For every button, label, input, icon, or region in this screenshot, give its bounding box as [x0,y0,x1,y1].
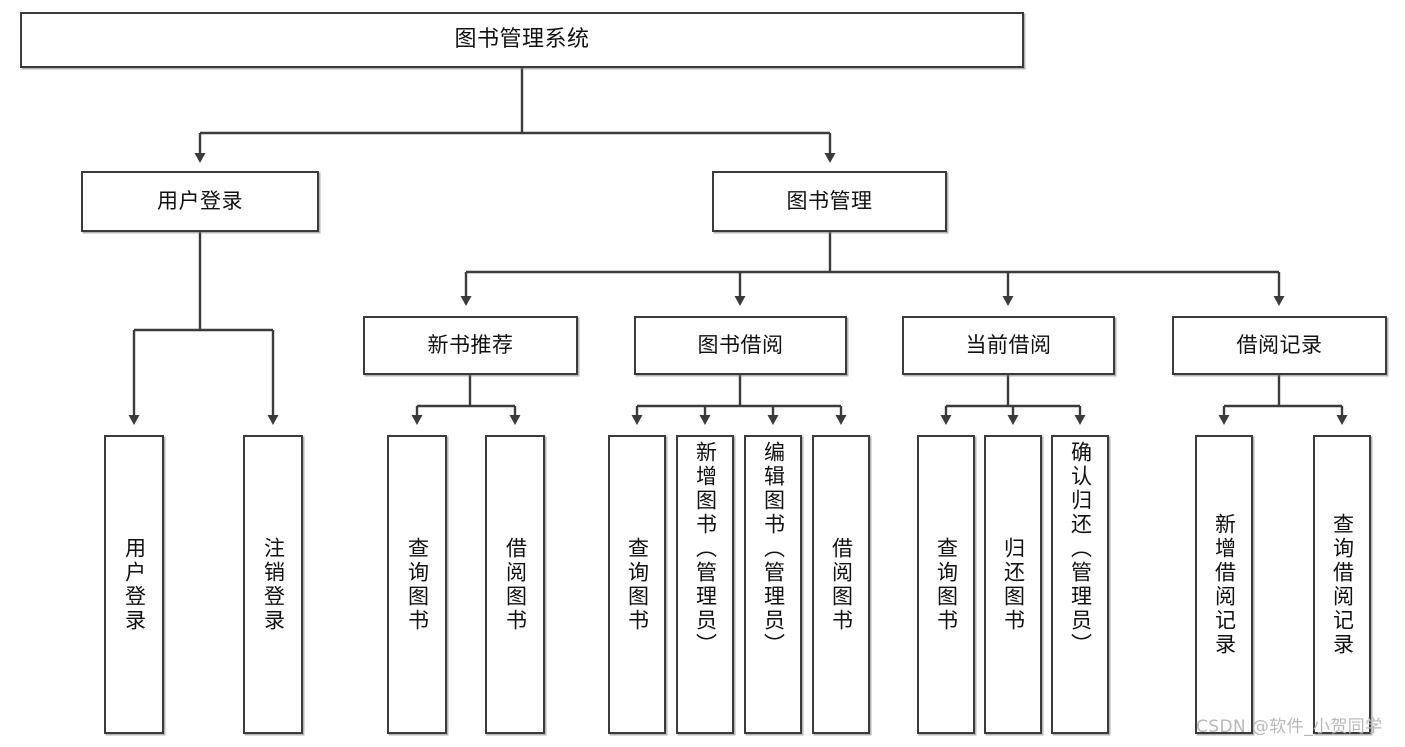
node-leaf-confirm-return-admin-label: 确认归还（管理员） [1068,441,1093,657]
node-leaf-return-book-label: 归还图书 [1001,536,1026,633]
node-current-borrow[interactable]: 当前借阅 [902,316,1115,375]
node-leaf-add-book-admin-label: 新增图书（管理员） [693,441,718,657]
node-current-borrow-label: 当前借阅 [965,332,1052,357]
node-leaf-add-book-admin[interactable]: 新增图书（管理员） [676,435,734,734]
node-book-manage[interactable]: 图书管理 [712,171,947,232]
node-leaf-add-borrow-record[interactable]: 新增借阅记录 [1195,435,1253,734]
node-leaf-query-book-3-label: 查询图书 [934,536,959,633]
node-leaf-query-book-1-label: 查询图书 [405,536,430,633]
node-book-borrow-label: 图书借阅 [697,332,784,357]
node-root-label: 图书管理系统 [454,26,590,52]
node-user-login[interactable]: 用户登录 [81,171,319,232]
node-borrow-record[interactable]: 借阅记录 [1172,316,1387,375]
node-leaf-add-borrow-record-label: 新增借阅记录 [1212,512,1237,657]
node-book-manage-label: 图书管理 [786,188,873,213]
node-leaf-query-book-3[interactable]: 查询图书 [917,435,975,734]
node-borrow-record-label: 借阅记录 [1236,332,1323,357]
node-leaf-query-book-1[interactable]: 查询图书 [387,435,447,734]
node-book-borrow[interactable]: 图书借阅 [634,316,847,375]
node-new-book-recommend-label: 新书推荐 [427,332,514,357]
node-leaf-user-logout[interactable]: 注销登录 [243,435,303,734]
node-leaf-borrow-book-2[interactable]: 借阅图书 [812,435,870,734]
node-leaf-borrow-book-1-label: 借阅图书 [503,536,528,633]
watermark: CSDN @软件_小贺同学 [1196,717,1383,737]
node-leaf-confirm-return-admin[interactable]: 确认归还（管理员） [1051,435,1109,734]
node-leaf-query-book-2[interactable]: 查询图书 [608,435,666,734]
node-root[interactable]: 图书管理系统 [20,12,1024,68]
node-leaf-return-book[interactable]: 归还图书 [984,435,1042,734]
node-leaf-borrow-book-2-label: 借阅图书 [829,536,854,633]
node-leaf-query-borrow-record[interactable]: 查询借阅记录 [1313,435,1371,734]
node-leaf-user-login-label: 用户登录 [122,536,147,633]
node-new-book-recommend[interactable]: 新书推荐 [363,316,578,375]
node-leaf-edit-book-admin-label: 编辑图书（管理员） [761,441,786,657]
node-leaf-edit-book-admin[interactable]: 编辑图书（管理员） [744,435,802,734]
node-leaf-query-book-2-label: 查询图书 [625,536,650,633]
node-leaf-query-borrow-record-label: 查询借阅记录 [1330,512,1355,657]
node-leaf-user-logout-label: 注销登录 [261,536,286,633]
node-leaf-user-login[interactable]: 用户登录 [104,435,164,734]
node-leaf-borrow-book-1[interactable]: 借阅图书 [485,435,545,734]
node-user-login-label: 用户登录 [157,188,243,213]
